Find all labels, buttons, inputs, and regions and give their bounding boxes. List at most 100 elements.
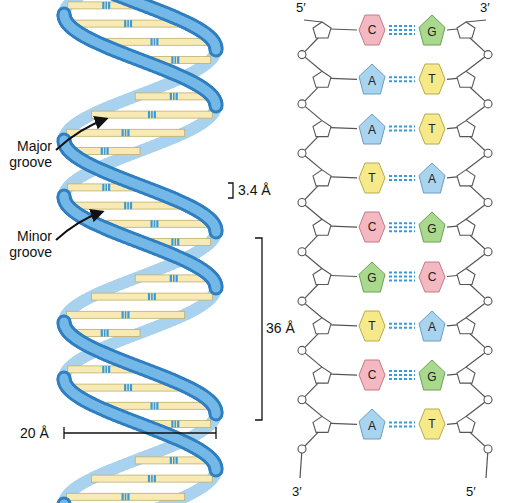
sugar-ring [313, 416, 331, 432]
phosphate [298, 199, 306, 207]
base-letter: T [358, 162, 386, 194]
bond-gap [175, 275, 176, 282]
strand-end: 3′ [292, 484, 302, 500]
bond-mark [170, 275, 178, 282]
bond-dash [389, 226, 415, 228]
base-polygon [359, 311, 385, 341]
bond-mark [148, 293, 156, 300]
base-pair-rung [66, 311, 184, 318]
bond-dash [389, 374, 415, 376]
dimension-label: 20 Å [20, 425, 49, 441]
bond-gap [129, 384, 130, 391]
bond-gap [150, 475, 151, 482]
hydrogen-bond [389, 176, 415, 180]
strand-front [64, 0, 216, 503]
phosphate [298, 297, 306, 305]
strand-highlight [211, 286, 220, 288]
phosphate [484, 100, 492, 108]
bond-gap [172, 93, 173, 100]
bond-gap [104, 184, 105, 191]
strand-segment [208, 104, 223, 106]
phosphate [484, 199, 492, 207]
backbone-line [331, 177, 357, 178]
base-letter: T [418, 408, 446, 440]
strand-end: 5′ [466, 484, 476, 500]
backbone-line [447, 177, 457, 178]
bond-gap [124, 129, 125, 136]
sugar-ring [457, 269, 475, 285]
phosphate [298, 100, 306, 108]
backbone-line [331, 276, 357, 277]
double-helix [64, 0, 216, 503]
base-letter: G [418, 359, 446, 391]
base-letter: T [418, 113, 446, 145]
bond-mark [171, 239, 179, 246]
bond-mark [170, 93, 178, 100]
hydrogen-bond [389, 422, 415, 426]
bond-mark [124, 384, 132, 391]
bond-gap [105, 148, 106, 155]
bond-gap [107, 366, 108, 373]
sugar-ring [457, 367, 475, 383]
sugar-ring [313, 269, 331, 285]
hydrogen-bond [389, 273, 415, 281]
bond-gap [153, 220, 154, 227]
base-pair-rung [135, 457, 212, 464]
backbone-line [331, 29, 357, 30]
bond-dash [389, 230, 415, 232]
bond-gap [126, 493, 127, 500]
strand-end: 5′ [296, 0, 306, 16]
hydrogen-bond [389, 223, 415, 231]
backbone-line [331, 423, 357, 424]
base-letter: C [358, 211, 386, 243]
backbone-line [304, 20, 322, 22]
bond-dash [389, 29, 415, 31]
bond-gap [155, 38, 156, 45]
bond-gap [126, 129, 127, 136]
sugar-ring [457, 318, 475, 334]
phosphate [484, 248, 492, 256]
bond-mark [124, 20, 132, 27]
bond-gap [176, 57, 177, 64]
strand-segment [208, 48, 223, 50]
bond-gap [175, 93, 176, 100]
bond-gap [172, 275, 173, 282]
backbone-line [331, 226, 357, 227]
base-polygon [359, 212, 385, 242]
backbone-line [447, 226, 457, 227]
bond-dash [389, 175, 415, 177]
base-polygon [359, 15, 385, 45]
bond-gap [129, 20, 130, 27]
bond-dash [389, 280, 415, 282]
hydrogen-bond [389, 324, 415, 328]
groove-pointer [56, 212, 102, 240]
base-pair-rung [68, 2, 145, 9]
bond-mark [101, 330, 109, 337]
bond-dash [389, 130, 415, 132]
bond-gap [176, 421, 177, 428]
bond-dash [389, 126, 415, 128]
bond-dash [389, 222, 415, 224]
bond-dash [389, 370, 415, 372]
phosphate [484, 149, 492, 157]
bond-dash [389, 272, 415, 274]
base-polygon [359, 163, 385, 193]
base-polygon [419, 114, 445, 144]
base-polygon [419, 163, 445, 193]
base-shape: T [418, 408, 446, 440]
sugar-ring [457, 121, 475, 137]
bond-gap [153, 475, 154, 482]
base-letter: C [358, 14, 386, 46]
base-polygon [419, 15, 445, 45]
base-shape: C [358, 359, 386, 391]
bond-gap [107, 2, 108, 9]
bond-dash [389, 421, 415, 423]
sugar-ring [457, 22, 475, 38]
dimension-bracket [255, 238, 262, 420]
bond-dash [389, 425, 415, 427]
backbone-line [331, 128, 357, 129]
strand-segment [208, 230, 223, 232]
base-shape: A [358, 63, 386, 95]
bond-gap [124, 493, 125, 500]
sugar-ring [313, 121, 331, 137]
